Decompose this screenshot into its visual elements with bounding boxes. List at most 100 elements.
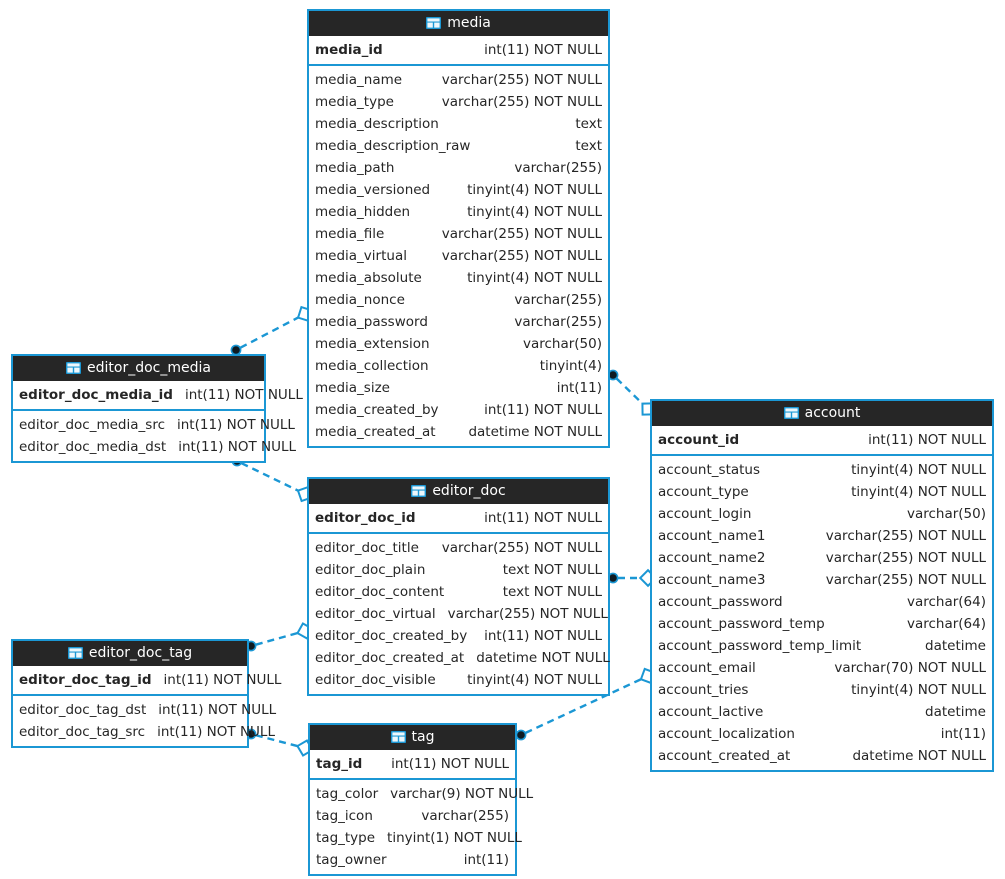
relation-line [615, 377, 644, 405]
field-type: int(11) NOT NULL [484, 628, 602, 644]
field-type: varchar(255) [514, 292, 602, 308]
field-name: editor_doc_virtual [315, 606, 436, 622]
relation-rel-edm-editordoc[interactable] [231, 455, 314, 503]
field-name: media_extension [315, 336, 430, 352]
field-name: account_id [658, 432, 740, 448]
field-type: int(11) NOT NULL [178, 439, 297, 455]
field-type: varchar(255) NOT NULL [825, 572, 986, 588]
field-name: account_name3 [658, 572, 766, 588]
field-row: account_name3 varchar(255) NOT NULL [652, 569, 992, 591]
field-name: editor_doc_media_dst [19, 439, 167, 455]
field-type: text NOT NULL [502, 584, 602, 600]
field-type: text NOT NULL [502, 562, 602, 578]
relation-rel-editordoc-account[interactable] [607, 568, 658, 588]
relation-line [240, 462, 300, 493]
field-type: datetime [925, 704, 986, 720]
field-name: editor_doc_media_src [19, 417, 165, 433]
field-type: varchar(255) NOT NULL [825, 528, 986, 544]
entity-header-inner: editor_doc_media [66, 361, 211, 375]
field-type: int(11) NOT NULL [157, 724, 275, 740]
field-name: editor_doc_plain [315, 562, 426, 578]
field-type: tinyint(4) NOT NULL [467, 672, 602, 688]
field-name: media_path [315, 160, 395, 176]
entity-title: tag [411, 729, 435, 745]
field-type: varchar(255) NOT NULL [441, 72, 602, 88]
table-icon [426, 17, 442, 29]
entity-header[interactable]: tag [310, 725, 515, 750]
field-name: account_name2 [658, 550, 766, 566]
field-type: varchar(50) [522, 336, 602, 352]
field-name: media_hidden [315, 204, 411, 220]
field-type: text [575, 138, 602, 154]
field-name: editor_doc_id [315, 510, 416, 526]
field-name: tag_owner [316, 852, 387, 868]
field-type: int(11) NOT NULL [391, 756, 509, 772]
field-name: tag_type [316, 830, 376, 846]
field-name: media_type [315, 94, 394, 110]
field-type: int(11) NOT NULL [177, 417, 295, 433]
field-name: media_collection [315, 358, 429, 374]
field-name: editor_doc_media_id [19, 387, 173, 403]
relation-rel-edm-media[interactable] [230, 305, 314, 356]
field-type: datetime NOT NULL [476, 650, 610, 666]
field-name: account_tries [658, 682, 749, 698]
field-type: varchar(64) [906, 594, 986, 610]
field-type: tinyint(4) NOT NULL [851, 682, 986, 698]
field-name: media_password [315, 314, 428, 330]
field-row: media_nonce varchar(255) [309, 289, 608, 311]
field-name: tag_icon [316, 808, 373, 824]
field-name: account_status [658, 462, 761, 478]
field-name: editor_doc_title [315, 540, 419, 556]
entity-title: editor_doc [432, 483, 506, 499]
field-type: varchar(70) NOT NULL [834, 660, 986, 676]
relation-rel-edt-editordoc[interactable] [245, 622, 314, 652]
entity-header[interactable]: editor_doc_tag [13, 641, 247, 666]
entity-title: editor_doc_tag [88, 645, 193, 661]
entity-header[interactable]: editor_doc [309, 479, 608, 504]
field-type: varchar(255) NOT NULL [447, 606, 608, 622]
field-row: account_tries tinyint(4) NOT NULL [652, 679, 992, 701]
entity-header[interactable]: editor_doc_media [13, 356, 264, 381]
entity-header-inner: editor_doc [411, 483, 506, 499]
relation-rel-media-account[interactable] [607, 369, 655, 416]
entity-header[interactable]: account [652, 401, 992, 426]
field-name: editor_doc_created_by [315, 628, 468, 644]
field-type: varchar(64) [906, 616, 986, 632]
field-name: media_nonce [315, 292, 405, 308]
field-row: media_extension varchar(50) [309, 333, 608, 355]
field-type: datetime [925, 638, 986, 654]
field-row: editor_doc_created_by int(11) NOT NULL [309, 625, 608, 647]
field-type: tinyint(4) NOT NULL [467, 182, 602, 198]
relation-source-dot [515, 729, 527, 741]
entity-header[interactable]: media [309, 11, 608, 36]
field-type: tinyint(4) NOT NULL [851, 484, 986, 500]
field-row: editor_doc_virtual varchar(255) NOT NULL [309, 603, 608, 625]
field-name: account_lactive [658, 704, 764, 720]
field-type: tinyint(1) NOT NULL [387, 830, 522, 846]
